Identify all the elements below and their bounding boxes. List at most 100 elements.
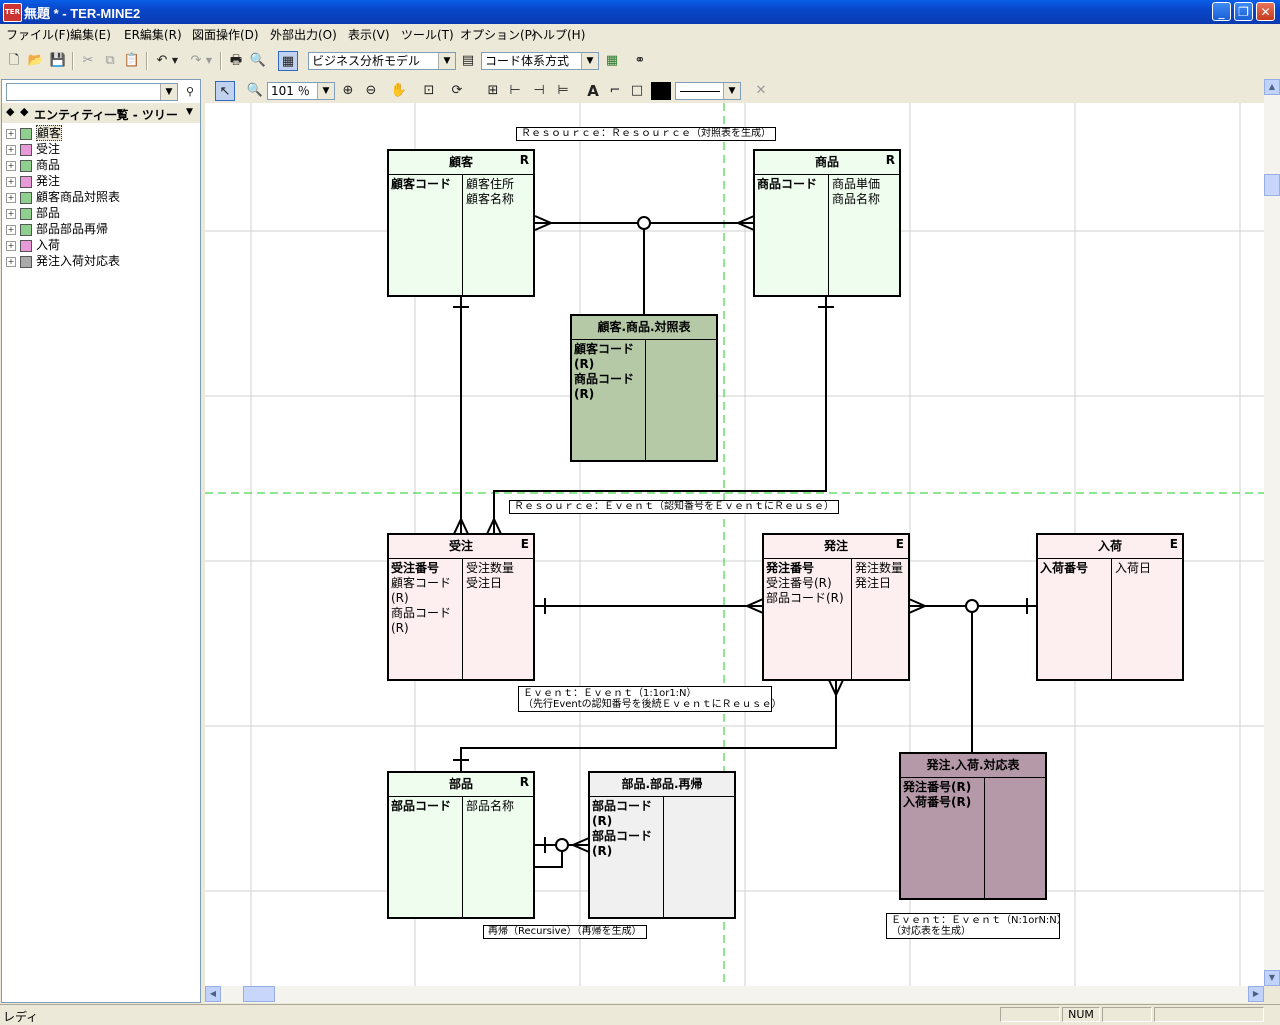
tree-item[interactable]: +発注 [6, 173, 60, 189]
redo-dropdown-icon[interactable]: ▼ [205, 56, 213, 65]
line-tool-icon[interactable]: ⌐ [609, 83, 621, 98]
app-icon[interactable]: TER [3, 3, 22, 22]
maximize-button[interactable]: ❐ [1234, 2, 1253, 21]
text-tool-icon[interactable]: A [587, 82, 599, 100]
menu-help[interactable]: ヘルプ(H) [531, 28, 586, 42]
tree-item[interactable]: +部品 [6, 205, 60, 221]
expand-icon[interactable]: + [6, 240, 16, 251]
expand-icon[interactable]: + [6, 192, 16, 203]
undo-icon[interactable]: ↶ [156, 53, 168, 68]
expand-icon[interactable]: + [6, 256, 16, 267]
line-style-select[interactable]: ▼ [675, 82, 741, 100]
rectangle-tool-icon[interactable]: □ [630, 83, 644, 98]
annotation-resource-resource[interactable]: Ｒｅｓｏｕｒｃｅ：Ｒｅｓｏｕｒｃｅ（対照表を生成） [516, 127, 776, 141]
menu-file[interactable]: ファイル(F) [6, 28, 71, 42]
tree-item[interactable]: +部品部品再帰 [6, 221, 108, 237]
tree-item[interactable]: +入荷 [6, 237, 60, 253]
pointer-icon[interactable]: ↖ [215, 81, 235, 101]
scroll-up-icon[interactable]: ▲ [1264, 79, 1280, 95]
expand-icon[interactable]: + [6, 160, 16, 171]
annotation-event-nn[interactable]: Ｅｖｅｎｔ：Ｅｖｅｎｔ（N:1orN:N）（対応表を生成） [886, 913, 1067, 939]
scroll-down-icon[interactable]: ▼ [1264, 970, 1280, 986]
scroll-left-icon[interactable]: ◀ [205, 986, 221, 1002]
close-button[interactable]: ✕ [1256, 2, 1275, 21]
expand-icon[interactable]: + [6, 208, 16, 219]
relation-many-icon[interactable]: ⊣ [533, 83, 545, 98]
tree-item[interactable]: +発注入荷対応表 [6, 253, 120, 269]
copy-icon[interactable]: ⧉ [105, 53, 115, 68]
menu-view[interactable]: 表示(V) [348, 28, 390, 42]
zoom-out-icon[interactable]: ⊖ [365, 83, 377, 98]
entity-taisho[interactable]: 顧客.商品.対照表 顧客コード (R) 商品コード (R) [570, 314, 718, 462]
model-view-icon[interactable]: ▦ [278, 51, 298, 71]
back-arrow-icon[interactable]: ◆ [6, 105, 15, 118]
menu-diagram[interactable]: 図面操作(D) [192, 28, 259, 42]
chevron-down-icon[interactable]: ▼ [438, 53, 455, 69]
scroll-right-icon[interactable]: ▶ [1248, 986, 1264, 1002]
code-table-icon[interactable]: ▤ [461, 53, 475, 68]
entity-juchu[interactable]: 受注 E 受注番号顧客コード (R) 商品コード (R) 受注数量 受注日 [387, 533, 535, 681]
entity-saiki[interactable]: 部品.部品.再帰 部品コード (R) 部品コード (R) [588, 771, 736, 919]
print-preview-icon[interactable]: 🔍 [249, 53, 267, 68]
delete-icon[interactable]: ✕ [755, 83, 767, 98]
add-entity-icon[interactable]: ⊞ [487, 83, 499, 98]
cut-icon[interactable]: ✂ [82, 53, 94, 68]
zoom-select[interactable]: 101 ％ ▼ [267, 82, 335, 100]
forward-arrow-icon[interactable]: ◆ [20, 105, 29, 118]
refresh-icon[interactable]: ⟳ [451, 83, 463, 98]
chevron-down-icon[interactable]: ▼ [723, 83, 740, 99]
binoculars-icon[interactable]: ⚭ [634, 53, 646, 68]
annotation-recursive[interactable]: 再帰（Recursive）（再帰を生成） [483, 925, 647, 939]
minimize-button[interactable]: _ [1212, 2, 1231, 21]
new-file-icon[interactable]: 🗋 [8, 53, 20, 68]
relation-one-icon[interactable]: ⊢ [509, 83, 521, 98]
entity-shohin[interactable]: 商品 R 商品コード 商品単価 商品名称 [753, 149, 901, 297]
search-person-icon[interactable]: ⚲ [185, 85, 195, 98]
expand-icon[interactable]: + [6, 128, 16, 139]
chevron-down-icon[interactable]: ▼ [160, 84, 177, 100]
expand-icon[interactable]: + [6, 176, 16, 187]
open-folder-icon[interactable]: 📂 [27, 53, 45, 68]
entity-kokyaku[interactable]: 顧客 R 顧客コード 顧客住所 顧客名称 [387, 149, 535, 297]
undo-dropdown-icon[interactable]: ▼ [171, 56, 179, 65]
chevron-down-icon[interactable]: ▼ [581, 53, 598, 69]
er-canvas[interactable]: Ｒｅｓｏｕｒｃｅ：Ｒｅｓｏｕｒｃｅ（対照表を生成） Ｒｅｓｏｕｒｃｅ：Ｅｖｅｎｔ… [205, 103, 1264, 986]
entity-buhin[interactable]: 部品 R 部品コード 部品名称 [387, 771, 535, 919]
entity-nyuka[interactable]: 入荷 E 入荷番号 入荷日 [1036, 533, 1184, 681]
fit-page-icon[interactable]: ⊡ [423, 83, 435, 98]
annotation-resource-event[interactable]: Ｒｅｓｏｕｒｃｅ：Ｅｖｅｎｔ（認知番号をＥｖｅｎｔにＲｅｕｓｅ） [509, 500, 839, 514]
paste-icon[interactable]: 📋 [123, 53, 141, 68]
chevron-down-icon[interactable]: ▼ [186, 107, 193, 117]
horizontal-scroll-thumb[interactable] [243, 986, 275, 1002]
tree-item[interactable]: +商品 [6, 157, 60, 173]
tree-item[interactable]: +受注 [6, 141, 60, 157]
entity-taio[interactable]: 発注.入荷.対応表 発注番号(R) 入荷番号(R) [899, 752, 1047, 900]
hand-icon[interactable]: ✋ [390, 83, 408, 98]
menu-export[interactable]: 外部出力(O) [270, 28, 337, 42]
zoom-in-icon[interactable]: ⊕ [342, 83, 354, 98]
relation-recursive-icon[interactable]: ⊨ [557, 83, 569, 98]
menu-tools[interactable]: ツール(T) [401, 28, 454, 42]
entity-hatchu[interactable]: 発注 E 発注番号受注番号(R) 部品コード(R) 発注数量 発注日 [762, 533, 910, 681]
spreadsheet-icon[interactable]: ▦ [605, 53, 619, 68]
tree-item[interactable]: +顧客商品対照表 [6, 189, 120, 205]
entity-filter-select[interactable]: ▼ [6, 83, 178, 101]
menu-edit[interactable]: 編集(E) [70, 28, 111, 42]
menu-er-edit[interactable]: ER編集(R) [124, 28, 182, 42]
redo-icon[interactable]: ↷ [190, 53, 202, 68]
print-icon[interactable]: 🖶 [229, 53, 243, 68]
expand-icon[interactable]: + [6, 224, 16, 235]
vertical-scroll-thumb[interactable] [1264, 174, 1280, 196]
zoom-icon[interactable]: 🔍 [246, 83, 264, 98]
save-icon[interactable]: 💾 [49, 53, 67, 68]
menu-options[interactable]: オプション(P) [460, 28, 537, 42]
color-swatch-icon[interactable] [651, 82, 671, 100]
tree-item[interactable]: +顧客 [6, 125, 63, 141]
horizontal-scrollbar[interactable]: ◀ ▶ [205, 986, 1264, 1003]
expand-icon[interactable]: + [6, 144, 16, 155]
vertical-scrollbar[interactable]: ▲ ▼ [1264, 79, 1280, 986]
model-select[interactable]: ビジネス分析モデル ▼ [308, 52, 456, 70]
annotation-event-event[interactable]: Ｅｖｅｎｔ：Ｅｖｅｎｔ（1:1or1:N）（先行Eventの認知番号を後続Ｅｖｅ… [518, 686, 782, 712]
chevron-down-icon[interactable]: ▼ [317, 83, 334, 99]
code-select[interactable]: コード体系方式 ▼ [481, 52, 599, 70]
